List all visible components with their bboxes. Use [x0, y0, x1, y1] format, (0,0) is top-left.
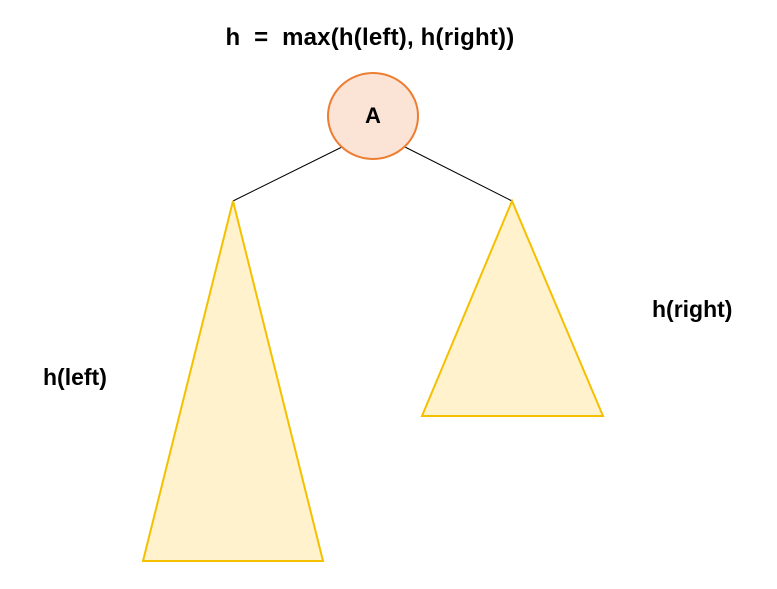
root-node-circle: [327, 72, 419, 160]
left-subtree-height-label: h(left): [43, 364, 107, 390]
right-edge: [404, 146, 513, 202]
right-subtree-height-label: h(right): [652, 296, 733, 322]
left-subtree-triangle: [141, 200, 325, 562]
right-subtree-triangle: [420, 198, 605, 417]
left-edge: [232, 146, 343, 202]
height-formula: h = max(h(left), h(right)): [225, 24, 515, 51]
root-node-label: A: [365, 103, 381, 128]
